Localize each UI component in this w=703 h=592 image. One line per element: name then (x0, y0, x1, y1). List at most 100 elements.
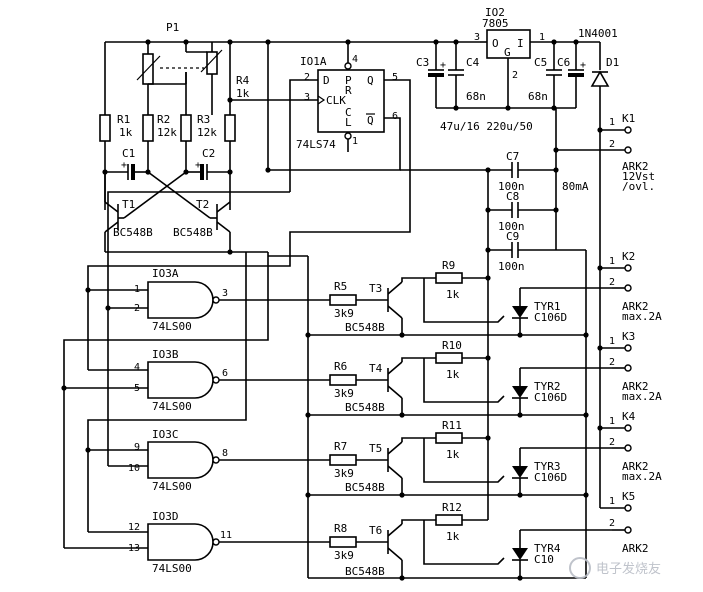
svg-text:G: G (504, 46, 511, 59)
svg-text:BC548B: BC548B (345, 401, 385, 414)
svg-text:K2: K2 (622, 250, 635, 263)
svg-text:C7: C7 (506, 150, 519, 163)
svg-text:12: 12 (128, 522, 140, 533)
svg-text:C4: C4 (466, 56, 480, 69)
svg-text:6: 6 (222, 368, 228, 379)
svg-text:10: 10 (128, 463, 140, 474)
svg-text:TYR3: TYR3 (534, 460, 561, 473)
channel-4: R8 3k9 T6 BC548B R12 1k TYR4 C10 (219, 501, 612, 578)
svg-text:IO3A: IO3A (152, 267, 179, 280)
svg-text:12Vst: 12Vst (622, 170, 655, 183)
svg-text:11: 11 (220, 530, 232, 541)
r1-value: 1k (119, 126, 133, 139)
io3c-gate: IO3C 9 10 8 74LS00 (128, 428, 228, 493)
r3-resistor (180, 114, 192, 142)
svg-text:R5: R5 (334, 280, 347, 293)
svg-text:2: 2 (609, 357, 615, 368)
svg-text:80mA: 80mA (562, 180, 589, 193)
svg-text:3k9: 3k9 (334, 387, 354, 400)
svg-text:100n: 100n (498, 220, 525, 233)
svg-text:74LS00: 74LS00 (152, 480, 192, 493)
svg-text:ARK2: ARK2 (622, 542, 649, 555)
k2-connector: K2 1 2 ARK2 max.2A (600, 250, 662, 323)
k3-connector: K3 1 2 ARK2 max.2A (600, 330, 662, 403)
r2-label: R2 (157, 113, 170, 126)
svg-text:T3: T3 (369, 282, 382, 295)
svg-text:BC548B: BC548B (345, 321, 385, 334)
svg-text:IO3B: IO3B (152, 348, 179, 361)
r1-resistor (99, 114, 111, 142)
io3d-gate: IO3D 12 13 11 74LS00 (128, 510, 232, 575)
svg-text:3: 3 (304, 92, 310, 103)
r2-resistor (142, 114, 154, 142)
svg-text:3k9: 3k9 (334, 467, 354, 480)
svg-text:R9: R9 (442, 259, 455, 272)
svg-text:1: 1 (609, 496, 615, 507)
svg-text:1k: 1k (446, 530, 460, 543)
channel-1: R5 3k9 T3 BC548B R9 1k TYR1 C106D (219, 259, 612, 335)
t2-label: T2 (196, 198, 209, 211)
svg-text:C106D: C106D (534, 471, 567, 484)
svg-text:3k9: 3k9 (334, 549, 354, 562)
p1-label: P1 (166, 21, 179, 34)
watermark-text: 电子发烧友 (596, 561, 661, 577)
io3a-gate: IO3A 1 2 3 74LS00 (134, 267, 228, 333)
svg-text:+: + (440, 60, 446, 71)
svg-text:1: 1 (609, 336, 615, 347)
svg-text:6: 6 (392, 111, 398, 122)
svg-text:+: + (121, 160, 127, 171)
r4-resistor (224, 114, 236, 142)
svg-text:R12: R12 (442, 501, 462, 514)
r2-value: 12k (157, 126, 177, 139)
svg-text:TYR4: TYR4 (534, 542, 561, 555)
svg-text:4: 4 (352, 54, 358, 65)
t1-transistor: T1 (104, 198, 135, 233)
svg-text:2: 2 (609, 518, 615, 529)
svg-text:max.2A: max.2A (622, 390, 662, 403)
svg-text:ARK2: ARK2 (622, 460, 649, 473)
t1-part: BC548B (113, 226, 153, 239)
svg-text:2: 2 (304, 72, 310, 83)
t1-label: T1 (122, 198, 135, 211)
r4-value: 1k (236, 87, 250, 100)
r4-label: R4 (236, 74, 250, 87)
svg-text:L: L (345, 116, 352, 129)
svg-text:R: R (345, 84, 352, 97)
svg-text:C106D: C106D (534, 311, 567, 324)
astable-section: R1 1k P1 R2 12k R3 12k R4 1k C1 (99, 21, 268, 255)
svg-text:3: 3 (222, 288, 228, 299)
d1-diode: 1N4001 D1 (578, 27, 619, 508)
svg-text:T6: T6 (369, 524, 382, 537)
svg-text:D: D (323, 74, 330, 87)
svg-text:C6: C6 (557, 56, 570, 69)
svg-text:P: P (345, 74, 352, 87)
svg-text:K1: K1 (622, 112, 635, 125)
svg-text:C9: C9 (506, 230, 519, 243)
svg-text:1k: 1k (446, 368, 460, 381)
svg-text:Q: Q (367, 74, 374, 87)
r1-label: R1 (117, 113, 130, 126)
svg-text:100n: 100n (498, 260, 525, 273)
ground-rail (268, 249, 589, 581)
p1b-resistor (206, 51, 218, 75)
io1a-flipflop: IO1A D P R Q CLK C L Q 2 3 4 5 6 1 74LS7… (296, 54, 398, 151)
svg-text:T5: T5 (369, 442, 382, 455)
svg-text:74LS00: 74LS00 (152, 400, 192, 413)
svg-text:68n: 68n (528, 90, 548, 103)
svg-text:IO3C: IO3C (152, 428, 179, 441)
svg-text:TYR1: TYR1 (534, 300, 561, 313)
svg-text:C106D: C106D (534, 391, 567, 404)
svg-text:CLK: CLK (326, 94, 346, 107)
svg-text:K5: K5 (622, 490, 635, 503)
svg-text:BC548B: BC548B (345, 565, 385, 578)
d1-part: 1N4001 (578, 27, 618, 40)
svg-text:TYR2: TYR2 (534, 380, 561, 393)
k5-connector: K5 1 2 ARK2 (600, 490, 649, 555)
k4-connector: K4 1 2 ARK2 max.2A (600, 410, 662, 483)
io1a-part: 74LS74 (296, 138, 336, 151)
gate-input-wiring (61, 191, 290, 549)
k1-connector: K1 1 2 ARK2 12Vst /ovl. (600, 112, 655, 193)
r3-value: 12k (197, 126, 217, 139)
svg-text:68n: 68n (466, 90, 486, 103)
